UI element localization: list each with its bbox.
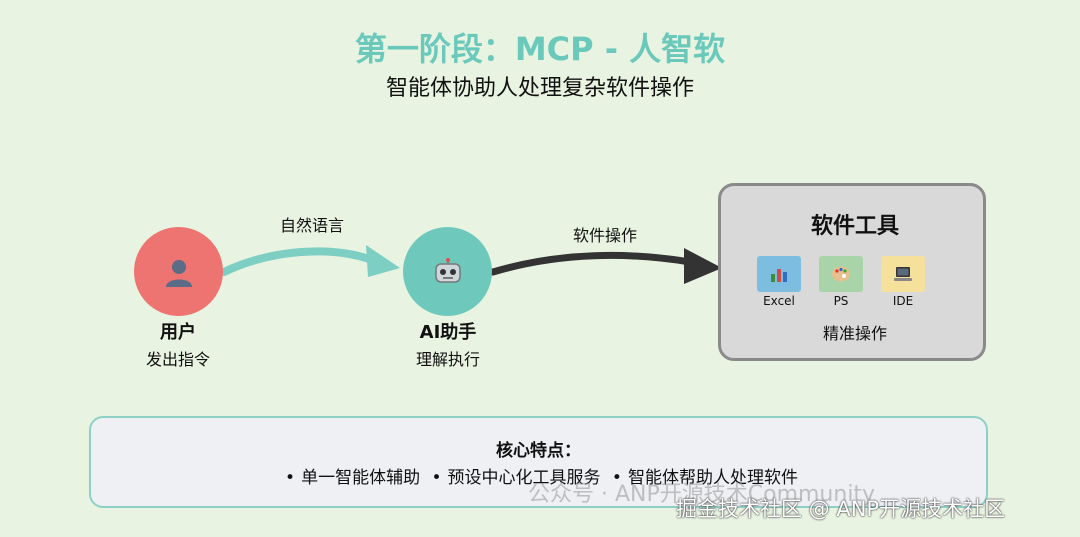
user-node-desc: 发出指令 bbox=[145, 350, 210, 369]
page-title: 第一阶段：MCP - 人智软 bbox=[354, 30, 726, 68]
arrow-user-to-ai bbox=[220, 247, 376, 276]
tool-ide: IDE bbox=[879, 256, 927, 308]
arrow-ai-to-tools bbox=[489, 251, 694, 276]
watermark-juejin: 掘金技术社区 @ ANP开源技术社区 bbox=[676, 497, 1006, 521]
tools-title: 软件工具 bbox=[810, 214, 899, 239]
edge-label-natural-language: 自然语言 bbox=[279, 216, 344, 235]
tool-label-excel: Excel bbox=[763, 294, 795, 308]
tool-ps: PS bbox=[817, 256, 865, 308]
features-title: 核心特点： bbox=[496, 441, 581, 461]
feature-item: 单一智能体辅助 bbox=[301, 468, 421, 488]
user-node-name: 用户 bbox=[160, 322, 196, 343]
tool-excel: Excel bbox=[755, 256, 803, 308]
bar-chart-icon bbox=[757, 256, 801, 292]
robot-icon bbox=[434, 257, 461, 283]
feature-item: 智能体帮助人处理软件 bbox=[627, 468, 798, 488]
person-icon bbox=[165, 259, 192, 287]
feature-item: 预设中心化工具服务 bbox=[447, 468, 601, 488]
ai-node-name: AI助手 bbox=[419, 322, 477, 343]
tool-label-ide: IDE bbox=[892, 294, 914, 308]
ai-node bbox=[403, 227, 492, 316]
palette-icon bbox=[819, 256, 863, 292]
core-features-box: 核心特点： •单一智能体辅助 •预设中心化工具服务 •智能体帮助人处理软件 bbox=[89, 416, 988, 508]
user-node bbox=[134, 227, 223, 316]
page-subtitle: 智能体协助人处理复杂软件操作 bbox=[385, 76, 694, 101]
ai-node-desc: 理解执行 bbox=[415, 350, 480, 369]
features-list: •单一智能体辅助 •预设中心化工具服务 •智能体帮助人处理软件 bbox=[285, 468, 798, 488]
software-tools-box: 软件工具 Excel PS bbox=[718, 183, 986, 361]
tools-footer: 精准操作 bbox=[822, 324, 887, 343]
tool-label-ps: PS bbox=[833, 294, 849, 308]
edge-label-software-operation: 软件操作 bbox=[572, 226, 637, 245]
watermark-wechat: 公众号 · ANP开源技术Community bbox=[528, 482, 876, 507]
laptop-icon bbox=[881, 256, 925, 292]
arrowhead-user-to-ai bbox=[366, 245, 400, 277]
arrowhead-ai-to-tools bbox=[684, 248, 722, 284]
